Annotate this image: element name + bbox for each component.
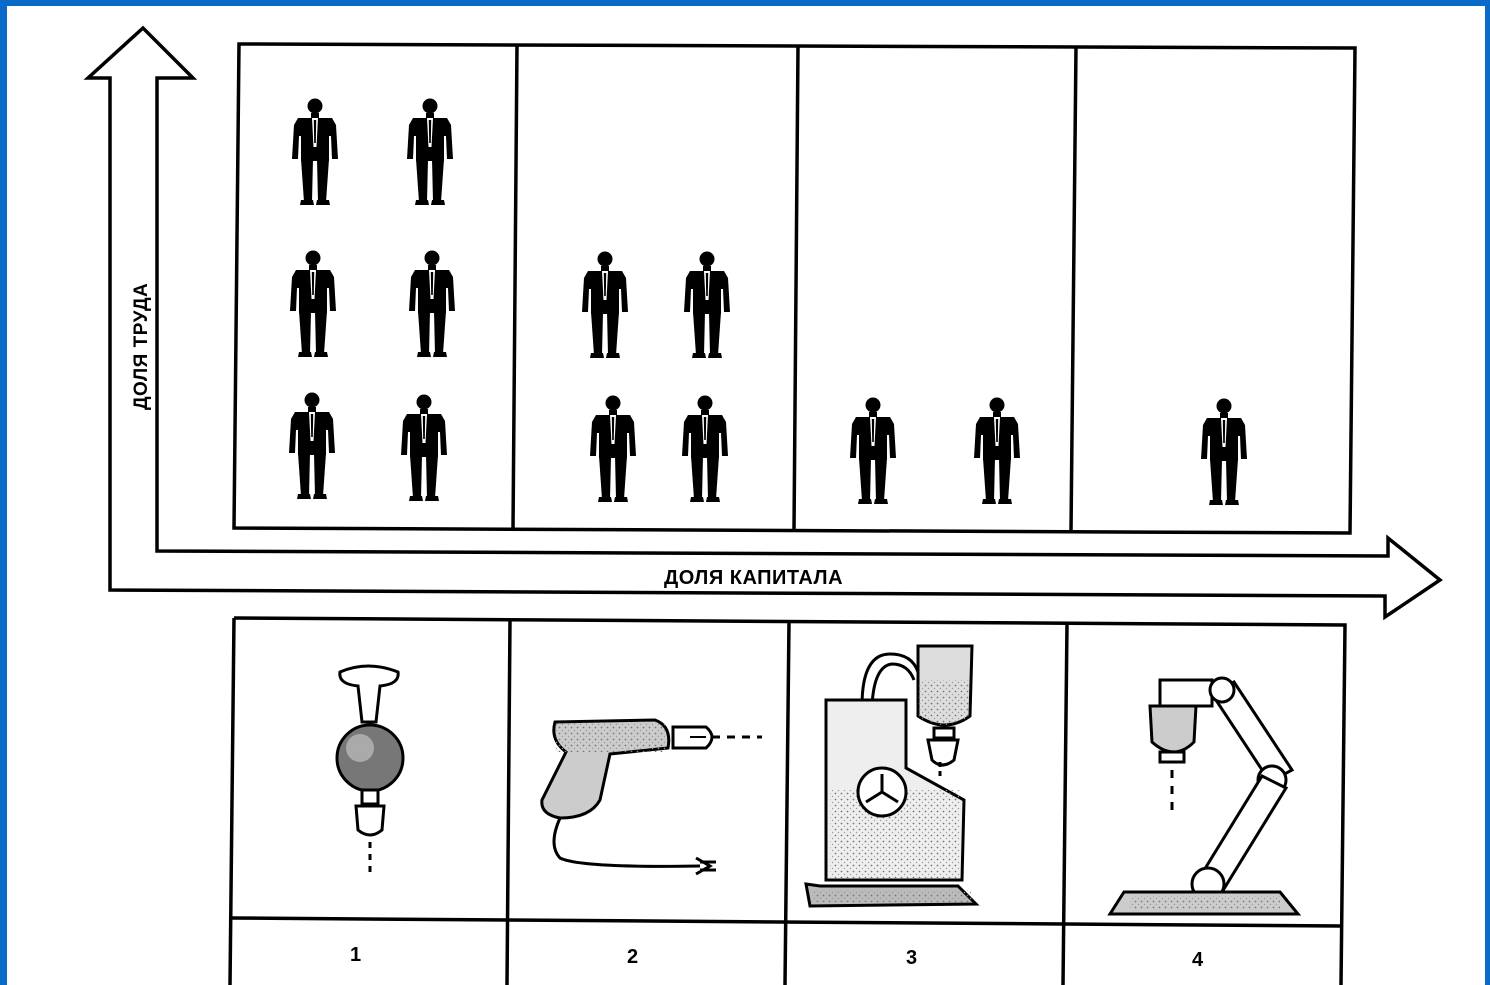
panel-number-2: 2 (627, 946, 639, 968)
drill-press-machine-icon (804, 644, 980, 908)
x-axis-label: ДОЛЯ КАПИТАЛА (664, 567, 843, 589)
top-bar-segment (0, 0, 460, 6)
top-bar-segment (811, 0, 1490, 6)
electric-drill-icon (540, 718, 762, 876)
axis-arrow (83, 25, 1443, 621)
top-bar (0, 0, 1490, 6)
panel-number-3: 3 (906, 947, 918, 969)
panel-number-1: 1 (350, 944, 362, 966)
panel-number-4: 4 (1192, 949, 1204, 971)
y-axis-label: ДОЛЯ ТРУДА (131, 283, 152, 410)
robotic-arm-drill-icon (1107, 676, 1302, 916)
hand-drill-icon (335, 664, 405, 876)
top-bar-segment (468, 0, 803, 6)
labor-panel (232, 42, 1357, 535)
capital-panel (228, 616, 1347, 985)
